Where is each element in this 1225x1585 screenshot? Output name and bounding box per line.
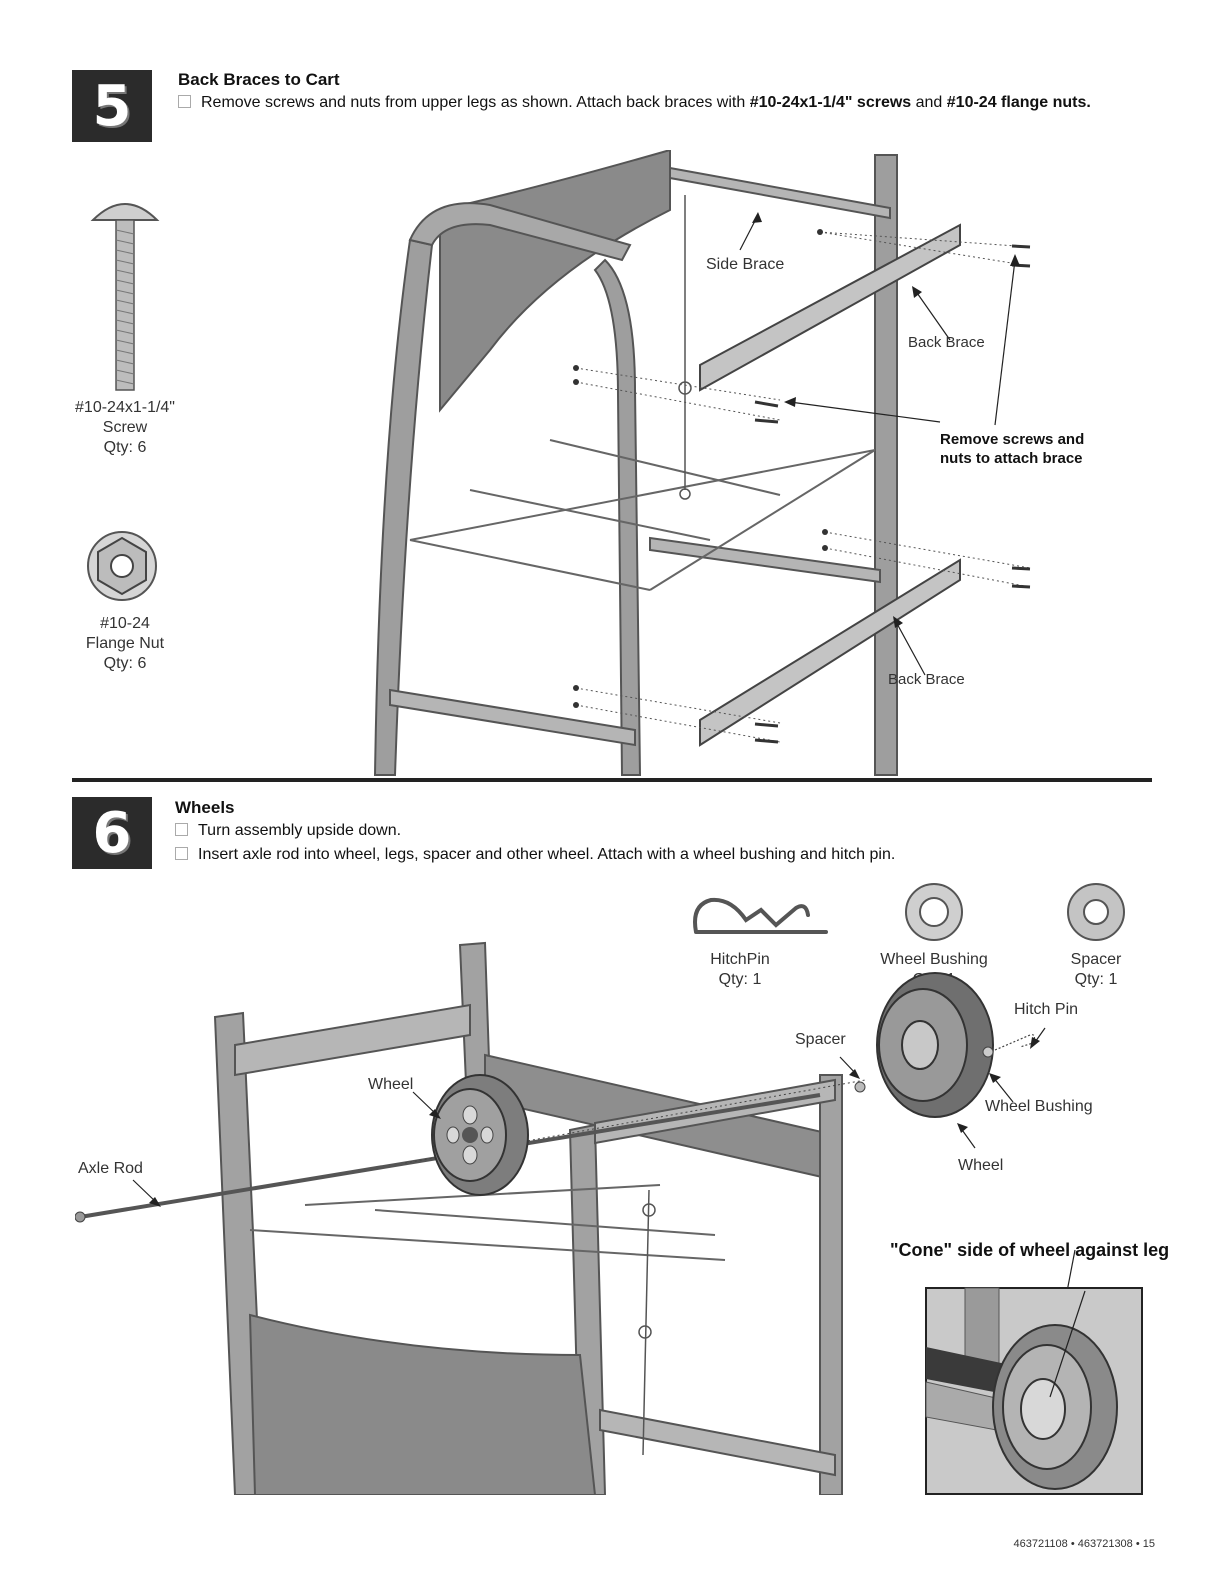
step-5-screw-spec: #10-24x1-1/4" screws — [749, 94, 912, 111]
step-5-and: and — [911, 94, 947, 111]
wheel-bushing-callout-label: Wheel Bushing — [985, 1098, 1093, 1115]
page-footer: 463721108 • 463721308 • 15 — [1013, 1538, 1155, 1550]
step-5-instruction: Remove screws and nuts from upper legs a… — [178, 94, 1091, 112]
step-6-instruction-1-text: Turn assembly upside down. — [198, 822, 402, 839]
remove-screws-note-line1: Remove screws and — [940, 431, 1085, 448]
checkbox-icon — [175, 847, 188, 860]
nut-part-type: Flange Nut — [85, 635, 165, 652]
hitch-pin-part-label: HitchPin Qty: 1 — [680, 950, 800, 990]
section-divider — [72, 778, 1152, 782]
step-5-number: 5 — [92, 73, 132, 139]
step-6-instruction-2-text: Insert axle rod into wheel, legs, spacer… — [198, 846, 896, 863]
side-brace-label: Side Brace — [706, 256, 785, 273]
step-5-title: Back Braces to Cart — [178, 70, 340, 89]
screw-part-qty: Qty: 6 — [103, 439, 147, 456]
remove-screws-note: Remove screws and nuts to attach brace — [940, 430, 1084, 468]
screw-part-label: #10-24x1-1/4" Screw Qty: 6 — [50, 398, 200, 458]
axle-rod-label: Axle Rod — [78, 1160, 143, 1177]
screw-part-icon — [90, 203, 160, 391]
cone-side-note: "Cone" side of wheel against leg — [890, 1240, 1170, 1260]
spacer-callout-label: Spacer — [795, 1031, 846, 1048]
hitch-pin-part-qty: Qty: 1 — [718, 971, 762, 988]
screw-part-name: #10-24x1-1/4" — [75, 399, 175, 416]
hitch-pin-callout-label: Hitch Pin — [1014, 1001, 1079, 1018]
step-5-nut-spec: #10-24 flange nuts. — [946, 94, 1091, 111]
wheel-left-graphic — [431, 1074, 529, 1196]
checkbox-icon — [178, 95, 191, 108]
step-6-instruction-2: Insert axle rod into wheel, legs, spacer… — [175, 846, 895, 864]
hitch-pin-part-icon — [693, 897, 828, 934]
wheel-bushing-part-icon — [905, 883, 963, 941]
remove-screws-note-line2: nuts to attach brace — [940, 450, 1083, 467]
back-brace-top-label: Back Brace — [908, 334, 985, 351]
cart-wheel-illustration — [75, 941, 1076, 1495]
wheel-right-callout-label: Wheel — [958, 1157, 1004, 1174]
hitch-pin-part-name: HitchPin — [710, 951, 770, 968]
wheel-bushing-part-name: Wheel Bushing — [880, 951, 988, 968]
nut-part-qty: Qty: 6 — [103, 655, 147, 672]
wheel-left-label: Wheel — [368, 1076, 414, 1093]
cart-back-brace-illustration — [373, 150, 1031, 776]
spacer-part-name: Spacer — [1070, 951, 1122, 968]
spacer-part-qty: Qty: 1 — [1074, 971, 1118, 988]
step-6-title: Wheels — [175, 798, 235, 817]
cone-side-detail-inset — [925, 1287, 1143, 1495]
step-5-badge: 5 — [72, 70, 152, 142]
nut-part-label: #10-24 Flange Nut Qty: 6 — [50, 614, 200, 674]
step-5-instruction-text: Remove screws and nuts from upper legs a… — [201, 94, 750, 111]
checkbox-icon — [175, 823, 188, 836]
flange-nut-icon — [87, 531, 157, 601]
spacer-part-icon — [1067, 883, 1125, 941]
screw-part-type: Screw — [102, 419, 148, 436]
step-6-number: 6 — [92, 800, 132, 866]
nut-part-name: #10-24 — [100, 615, 150, 632]
step-6-badge: 6 — [72, 797, 152, 869]
step-6-instruction-1: Turn assembly upside down. — [175, 822, 401, 840]
spacer-part-label: Spacer Qty: 1 — [1046, 950, 1146, 990]
back-brace-bottom-label: Back Brace — [888, 671, 965, 688]
